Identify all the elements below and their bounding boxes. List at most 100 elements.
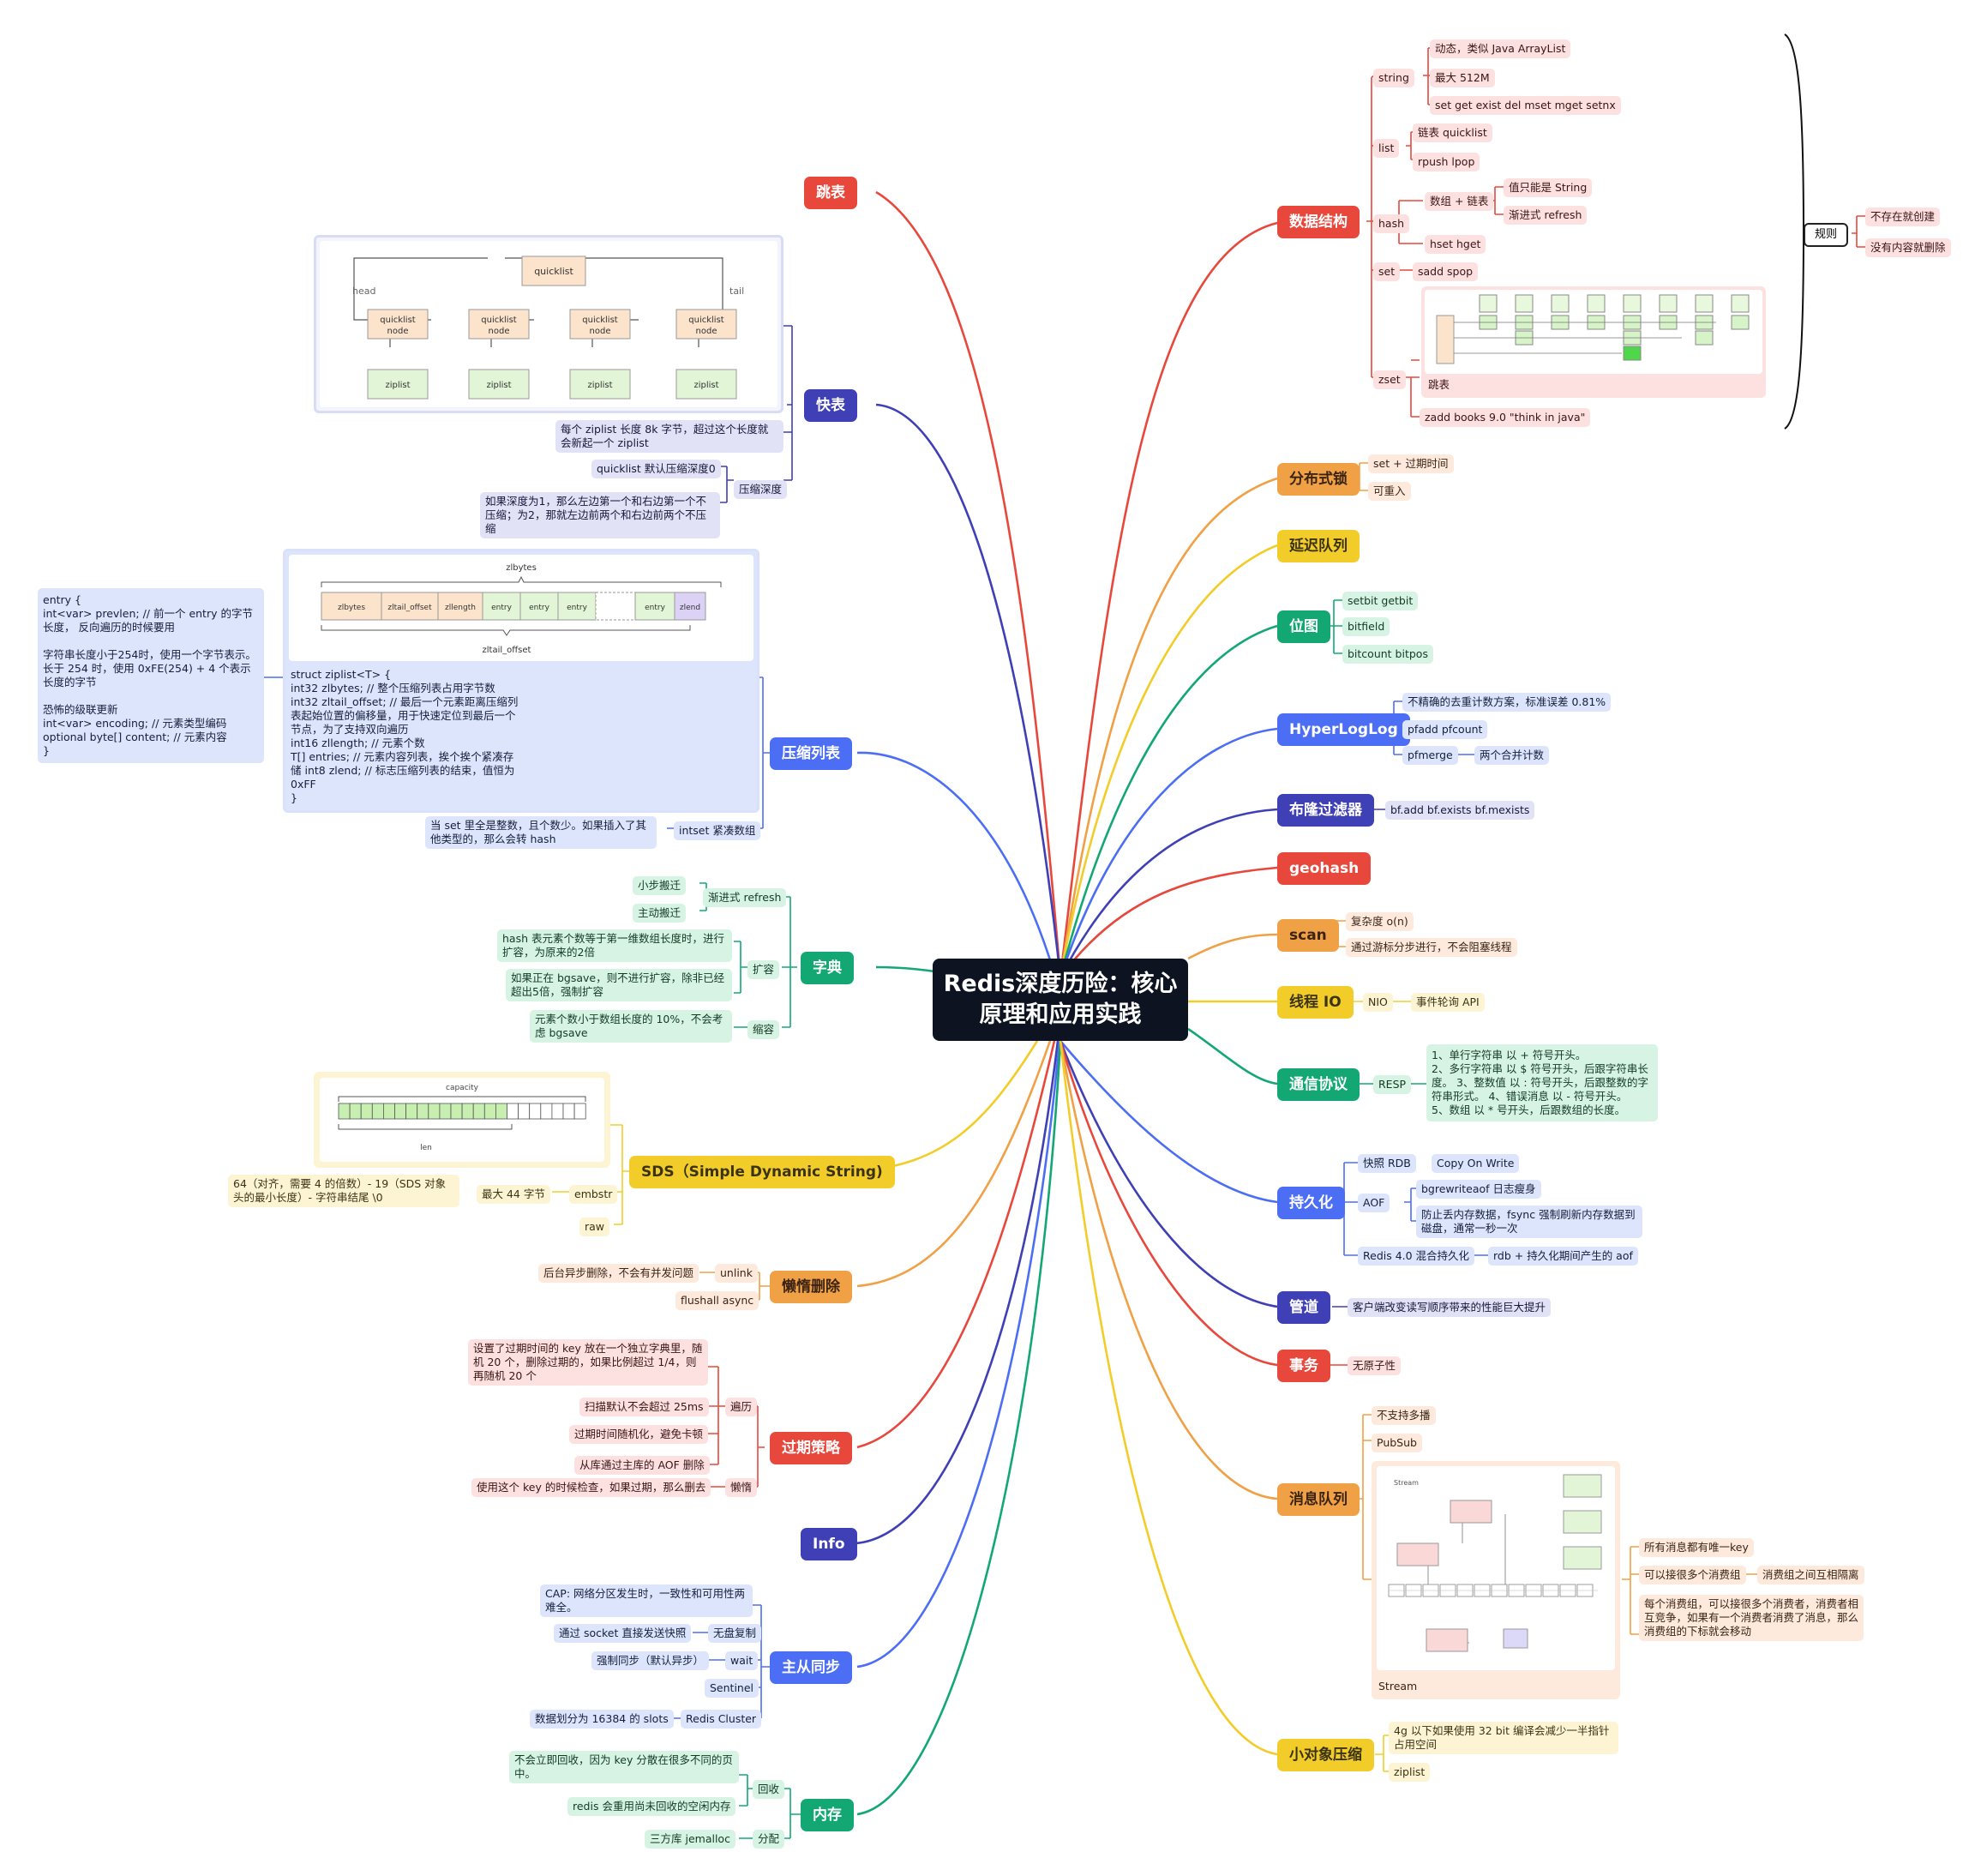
ds-string-max: 最大 512M bbox=[1430, 69, 1495, 87]
ziplist-struct-code: struct ziplist<T> { int32 zlbytes; // 整个… bbox=[291, 668, 519, 804]
topic-delay-queue[interactable]: 延迟队列 bbox=[1277, 530, 1360, 562]
mq-pubsub: PubSub bbox=[1372, 1434, 1422, 1452]
topic-geohash[interactable]: geohash bbox=[1277, 852, 1372, 885]
sds-cells bbox=[338, 1103, 586, 1120]
topic-scan[interactable]: scan bbox=[1277, 919, 1339, 952]
small-ziplist: ziplist bbox=[1389, 1763, 1431, 1782]
sync-cluster: Redis Cluster bbox=[681, 1710, 762, 1729]
proto-resp-rules: 1、单行字符串 以 + 符号开头。 2、多行字符串 以 $ 符号开头，后跟字符串… bbox=[1426, 1044, 1658, 1121]
topic-thread-io[interactable]: 线程 IO bbox=[1277, 986, 1354, 1019]
sds-embstr-note: 64（对齐，需要 4 的倍数）- 19（SDS 对象头的最小长度）- 字符串结尾… bbox=[228, 1175, 459, 1207]
topic-info[interactable]: Info bbox=[801, 1528, 857, 1560]
topic-protocol[interactable]: 通信协议 bbox=[1277, 1068, 1360, 1101]
memory-reuse: redis 会重用尚未回收的空闲内存 bbox=[567, 1797, 736, 1816]
ds-hash-rehash: 渐进式 refresh bbox=[1504, 206, 1588, 225]
ds-list-quicklist: 链表 quicklist bbox=[1413, 123, 1492, 142]
dict-shrink: 缩容 bbox=[747, 1020, 780, 1039]
zset-node-value bbox=[1515, 294, 1534, 313]
topic-memory[interactable]: 内存 bbox=[801, 1799, 854, 1831]
quicklist-compress-default: quicklist 默认压缩深度0 bbox=[591, 460, 721, 478]
svg-text:ziplist: ziplist bbox=[587, 381, 612, 390]
ds-string-cmds: set get exist del mset mget setnx bbox=[1430, 96, 1621, 115]
stream-diagram-svg: Stream bbox=[1388, 1474, 1602, 1652]
dict-small-move: 小步搬迁 bbox=[633, 876, 687, 895]
zset-skiplist-svg bbox=[1436, 294, 1750, 364]
stream-diagram: Stream bbox=[1377, 1466, 1615, 1670]
stream-consumers-compete: 每个消费组，可以接很多个消费者，消费者相互竞争，如果有一个消费者消费了消息，那么… bbox=[1639, 1595, 1864, 1641]
svg-text:node: node bbox=[387, 327, 409, 336]
topic-expire[interactable]: 过期策略 bbox=[770, 1432, 852, 1464]
ds-string: string bbox=[1373, 69, 1414, 87]
topic-distributed-lock[interactable]: 分布式锁 bbox=[1277, 463, 1360, 496]
hll-pfadd: pfadd pfcount bbox=[1402, 720, 1488, 739]
svg-text:ziplist: ziplist bbox=[385, 381, 410, 390]
zset-node-level bbox=[1623, 346, 1642, 361]
expire-randomize: 过期时间随机化，避免卡顿 bbox=[569, 1425, 709, 1444]
topic-bitmap[interactable]: 位图 bbox=[1277, 610, 1330, 643]
sync-wait-note: 强制同步（默认异步） bbox=[591, 1651, 710, 1670]
pipeline-note: 客户端改变读写顺序带来的性能巨大提升 bbox=[1348, 1298, 1552, 1317]
svg-text:quicklist: quicklist bbox=[481, 316, 517, 325]
hll-merge-count: 两个合并计数 bbox=[1474, 746, 1550, 765]
sds-cell bbox=[529, 1103, 542, 1120]
topic-data-structure[interactable]: 数据结构 bbox=[1277, 206, 1360, 238]
sds-cell bbox=[371, 1103, 384, 1120]
lazy-flushall: flushall async bbox=[675, 1291, 759, 1310]
persist-hybrid-note: rdb + 持久化期间产生的 aof bbox=[1488, 1247, 1638, 1266]
sds-cell bbox=[383, 1103, 395, 1120]
ds-rule[interactable]: 规则 bbox=[1804, 223, 1848, 247]
stream-diagram-title: Stream bbox=[1394, 1479, 1419, 1487]
memory-alloc: 分配 bbox=[753, 1830, 785, 1849]
topic-small-object[interactable]: 小对象压缩 bbox=[1277, 1739, 1374, 1771]
memory-reclaim: 回收 bbox=[753, 1780, 785, 1799]
svg-text:ziplist: ziplist bbox=[693, 381, 718, 390]
sds-cell bbox=[461, 1103, 474, 1120]
ziplist-intset-note: 当 set 里全是整数，且个数少。如果插入了其他类型的，那么会转 hash bbox=[425, 816, 657, 849]
stream-caption: Stream bbox=[1378, 1680, 1418, 1693]
zset-node-value bbox=[1695, 294, 1714, 313]
topic-sds[interactable]: SDS（Simple Dynamic String) bbox=[629, 1156, 895, 1188]
tx-no-atomic: 无原子性 bbox=[1348, 1356, 1402, 1375]
zset-node-value bbox=[1587, 294, 1606, 313]
small-32bit: 4g 以下如果使用 32 bit 编译会减少一半指针占用空间 bbox=[1389, 1722, 1618, 1754]
ziplist-tail-label: zltail_offset bbox=[483, 646, 531, 655]
topic-pipeline[interactable]: 管道 bbox=[1277, 1291, 1330, 1324]
topic-mq[interactable]: 消息队列 bbox=[1277, 1483, 1360, 1516]
topic-hyperloglog[interactable]: HyperLogLog bbox=[1277, 713, 1410, 746]
bitmap-bitcount: bitcount bitpos bbox=[1342, 645, 1433, 664]
topic-skiplist[interactable]: 跳表 bbox=[804, 177, 857, 209]
mq-no-multicast: 不支持多播 bbox=[1372, 1406, 1436, 1425]
topic-quicklist[interactable]: 快表 bbox=[804, 389, 857, 422]
root-topic[interactable]: Redis深度历险：核心 原理和应用实践 bbox=[933, 959, 1188, 1041]
persist-hybrid: Redis 4.0 混合持久化 bbox=[1358, 1247, 1475, 1266]
sds-raw: raw bbox=[579, 1218, 610, 1236]
zset-head bbox=[1436, 315, 1455, 364]
sds-cell bbox=[417, 1103, 429, 1120]
topic-dict[interactable]: 字典 bbox=[801, 952, 854, 984]
ds-rule-create: 不存在就创建 bbox=[1865, 207, 1941, 226]
ds-string-dynamic: 动态，类似 Java ArrayList bbox=[1430, 39, 1571, 58]
topic-bloom-filter[interactable]: 布隆过滤器 bbox=[1277, 794, 1374, 827]
svg-text:quicklist: quicklist bbox=[688, 316, 724, 325]
bitmap-setbit: setbit getbit bbox=[1342, 592, 1419, 610]
hll-pfmerge: pfmerge bbox=[1402, 746, 1458, 765]
ds-zset: zset bbox=[1373, 370, 1406, 389]
ds-list: list bbox=[1373, 139, 1400, 158]
ziplist-cell: zllength bbox=[445, 604, 476, 612]
topic-persistence[interactable]: 持久化 bbox=[1277, 1187, 1345, 1219]
topic-transaction[interactable]: 事务 bbox=[1277, 1350, 1330, 1382]
sds-cell bbox=[540, 1103, 553, 1120]
sds-cell bbox=[439, 1103, 452, 1120]
zset-node-value bbox=[1659, 294, 1678, 313]
topic-lazy-delete[interactable]: 懒惰删除 bbox=[770, 1271, 852, 1303]
ziplist-cell: entry bbox=[491, 604, 512, 612]
ds-hash-array: 数组 + 链表 bbox=[1425, 192, 1494, 211]
topic-ziplist[interactable]: 压缩列表 bbox=[770, 737, 852, 770]
topic-sync[interactable]: 主从同步 bbox=[770, 1651, 852, 1684]
svg-text:node: node bbox=[590, 327, 611, 336]
dict-expand-bgsave: 如果正在 bgsave，则不进行扩容，除非已经超出5倍，强制扩容 bbox=[506, 969, 732, 1001]
